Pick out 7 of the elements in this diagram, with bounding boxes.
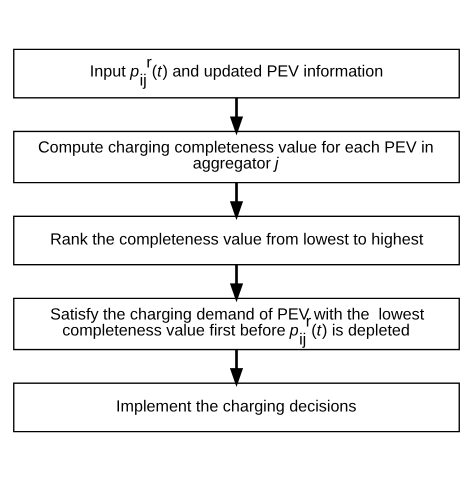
arrow <box>230 350 244 387</box>
node-box: Implement the charging decisions <box>13 382 460 432</box>
arrow <box>230 182 244 220</box>
arrow <box>230 264 244 302</box>
node-box: Rank the completeness value from lowest to highest <box>13 216 460 266</box>
node-box: Compute charging completeness value for each PEV in aggregator j <box>13 130 460 184</box>
arrow <box>230 98 244 136</box>
